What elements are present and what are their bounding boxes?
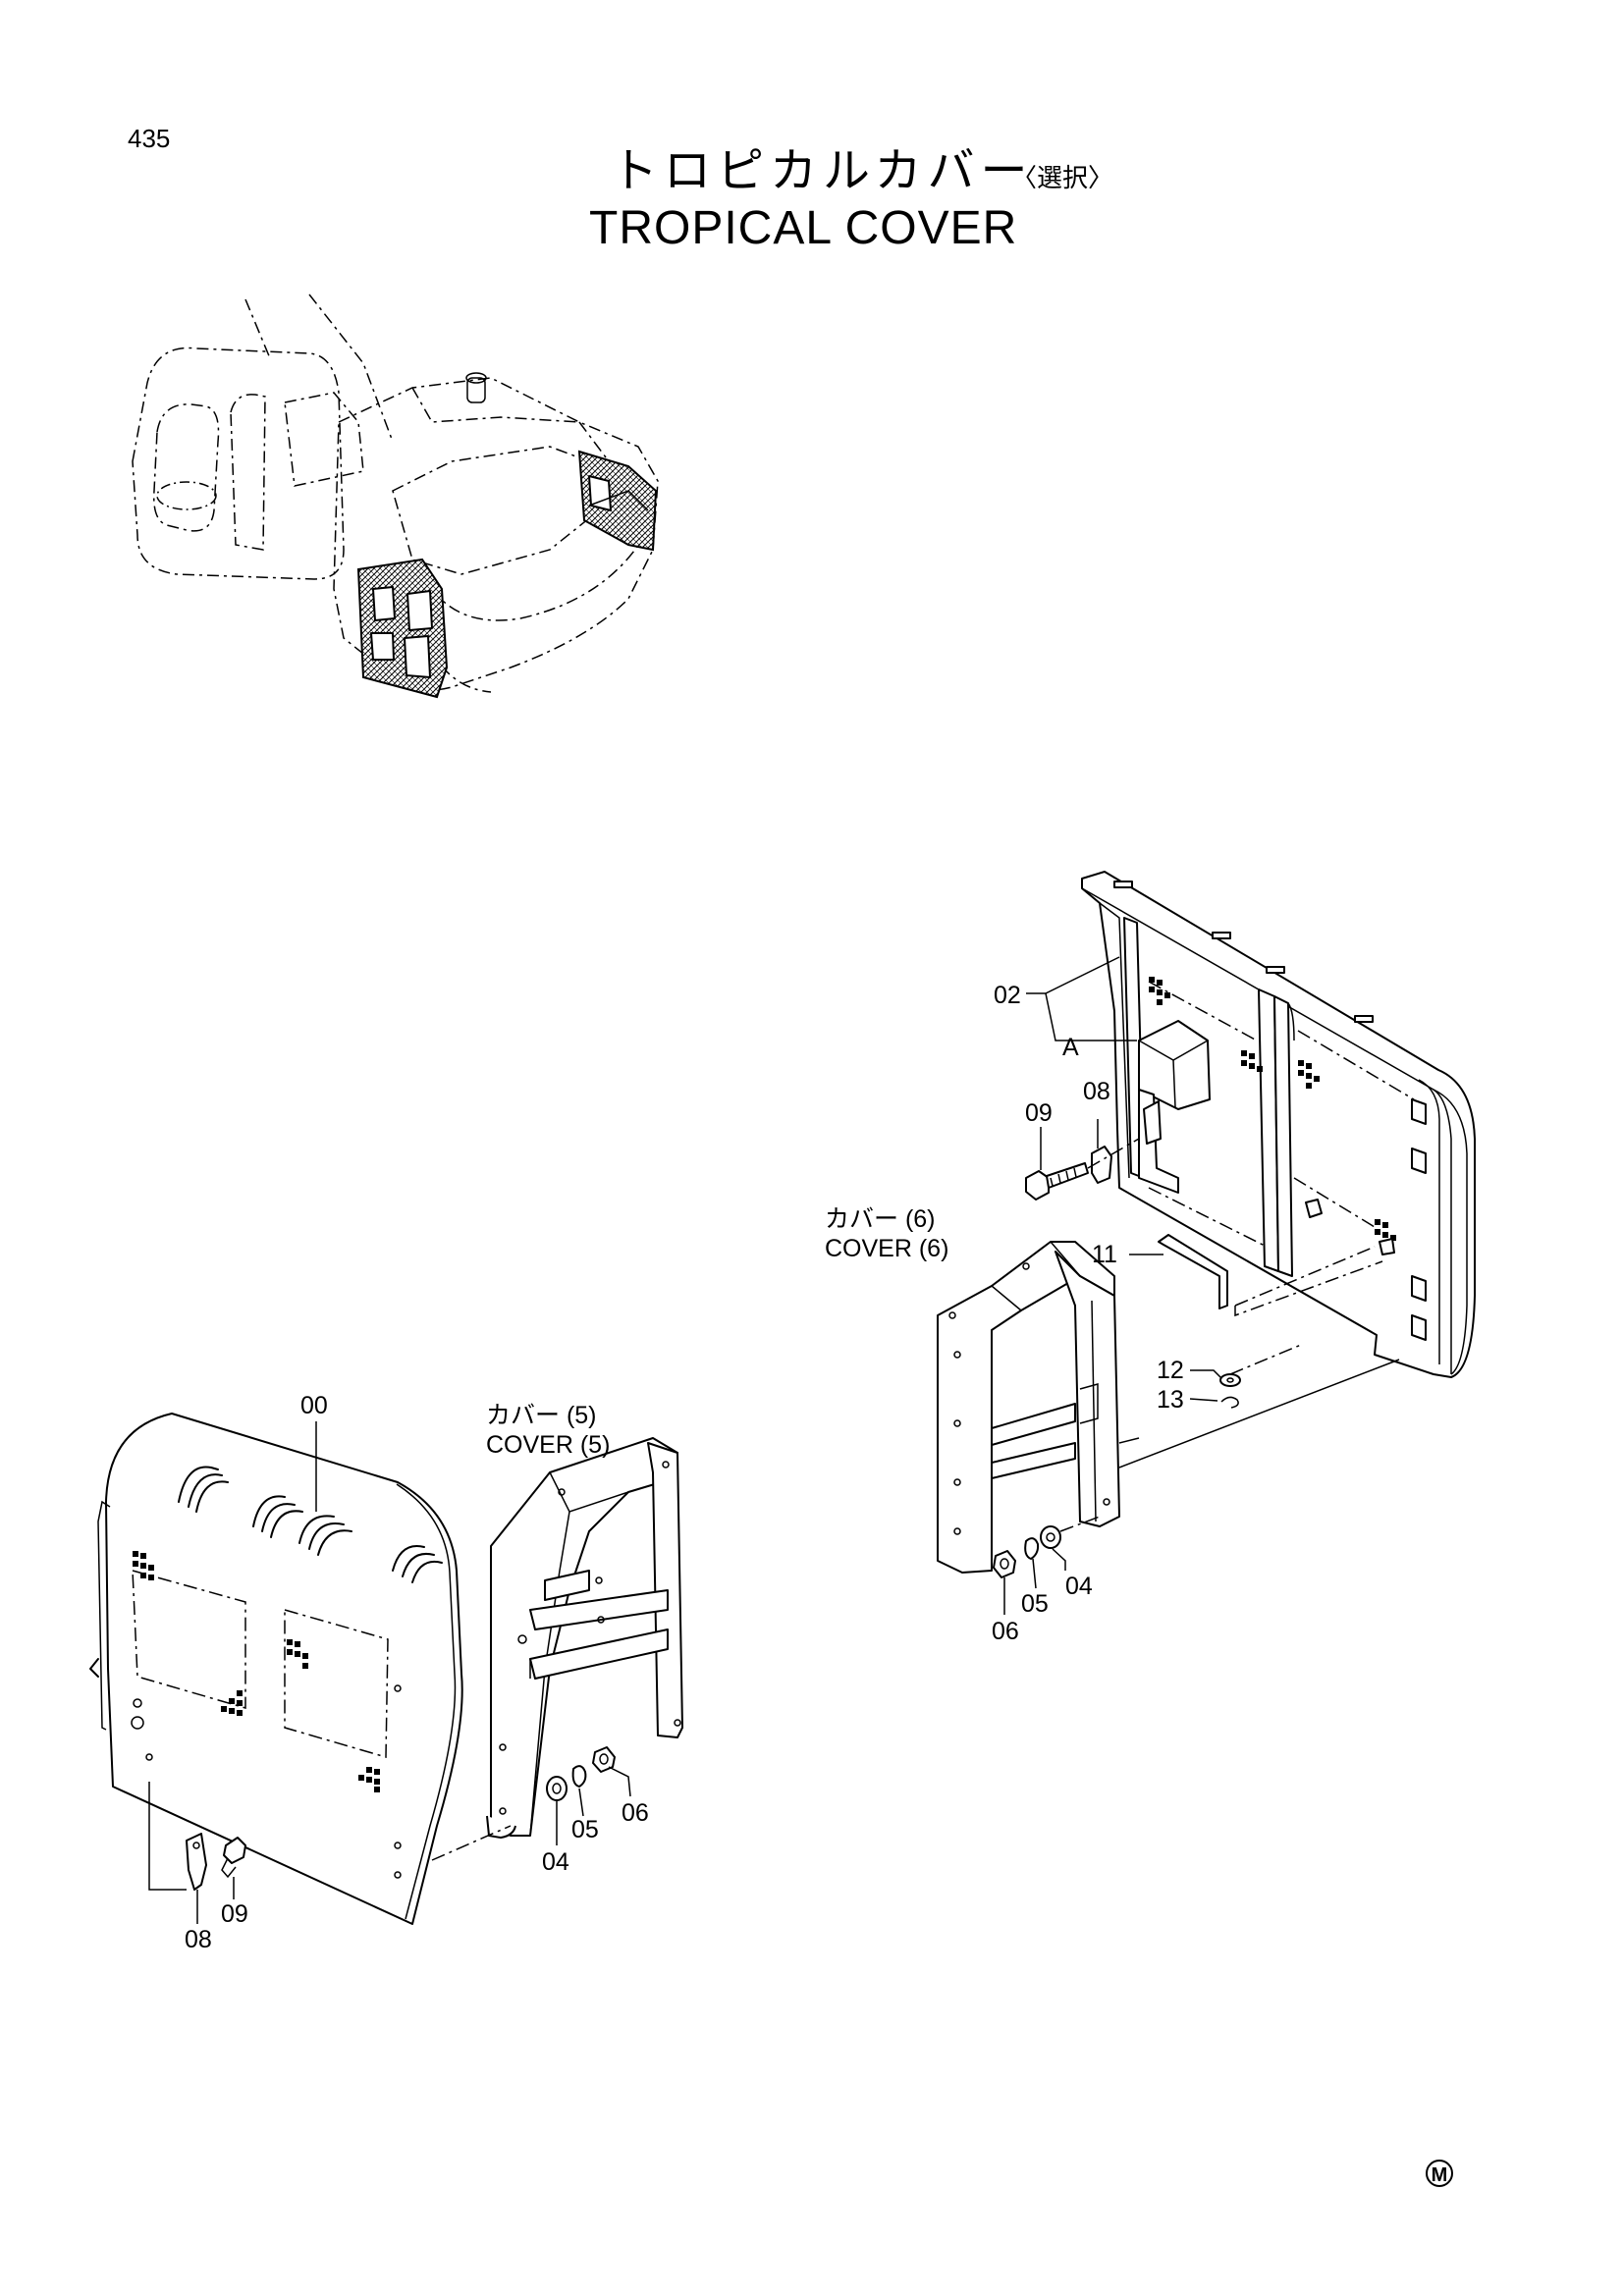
callout-05-right: 05 — [1021, 1590, 1049, 1618]
callout-06-right: 06 — [992, 1618, 1019, 1645]
title-japanese-note: 〈選択〉 — [1011, 163, 1113, 192]
callout-labels: 00 02 A 09 08 11 12 13 04 05 06 04 05 06… — [185, 982, 1184, 1953]
side-panel-louvers — [178, 1466, 443, 1583]
handle-rod-11 — [1158, 1234, 1228, 1309]
circled-m-mark: M — [1426, 2160, 1453, 2187]
callout-05-left: 05 — [571, 1816, 599, 1843]
excavator-overview-illustration — [132, 294, 659, 699]
callout-00: 00 — [300, 1392, 328, 1419]
side-panel-00 — [105, 1413, 463, 1925]
caption-cover-6-jp: カバー (6) — [825, 1205, 936, 1233]
caption-cover-5-jp: カバー (5) — [486, 1402, 597, 1429]
marker-squares-left — [133, 1551, 380, 1792]
callout-09-right: 09 — [1025, 1099, 1053, 1127]
fasteners-right-08-09 — [1025, 1119, 1140, 1201]
callout-13: 13 — [1157, 1386, 1184, 1414]
callout-11: 11 — [1092, 1241, 1117, 1268]
callout-09-left: 09 — [221, 1900, 248, 1928]
callout-12: 12 — [1157, 1357, 1184, 1384]
callout-08-left: 08 — [185, 1926, 212, 1953]
callout-a: A — [1062, 1034, 1079, 1061]
caption-cover-6-en: COVER (6) — [825, 1235, 948, 1262]
caption-cover-5-en: COVER (5) — [486, 1431, 610, 1459]
cover-6-frame — [937, 1241, 1140, 1574]
assembly-captions: カバー (6) COVER (6) カバー (5) COVER (5) — [486, 1205, 948, 1459]
page-number: 435 — [128, 124, 170, 153]
footer-mark-letter: M — [1432, 2164, 1448, 2186]
left-assembly — [89, 1413, 683, 1925]
callout-06-left: 06 — [622, 1799, 649, 1827]
title-japanese: トロピカルカバー — [611, 145, 1034, 197]
fasteners-left-04-05-06 — [546, 1746, 631, 1845]
callout-04-left: 04 — [542, 1848, 569, 1876]
fasteners-right-04-05-06 — [993, 1516, 1101, 1615]
title-english: TROPICAL COVER — [589, 202, 1017, 254]
fasteners-left-08-09 — [148, 1782, 246, 1924]
callout-02: 02 — [994, 982, 1021, 1009]
fasteners-right-12-13 — [1189, 1344, 1302, 1409]
callout-08-right: 08 — [1083, 1078, 1110, 1105]
callout-04-right: 04 — [1065, 1573, 1093, 1600]
cover-5-frame — [486, 1437, 683, 1839]
right-assembly — [937, 871, 1476, 1615]
